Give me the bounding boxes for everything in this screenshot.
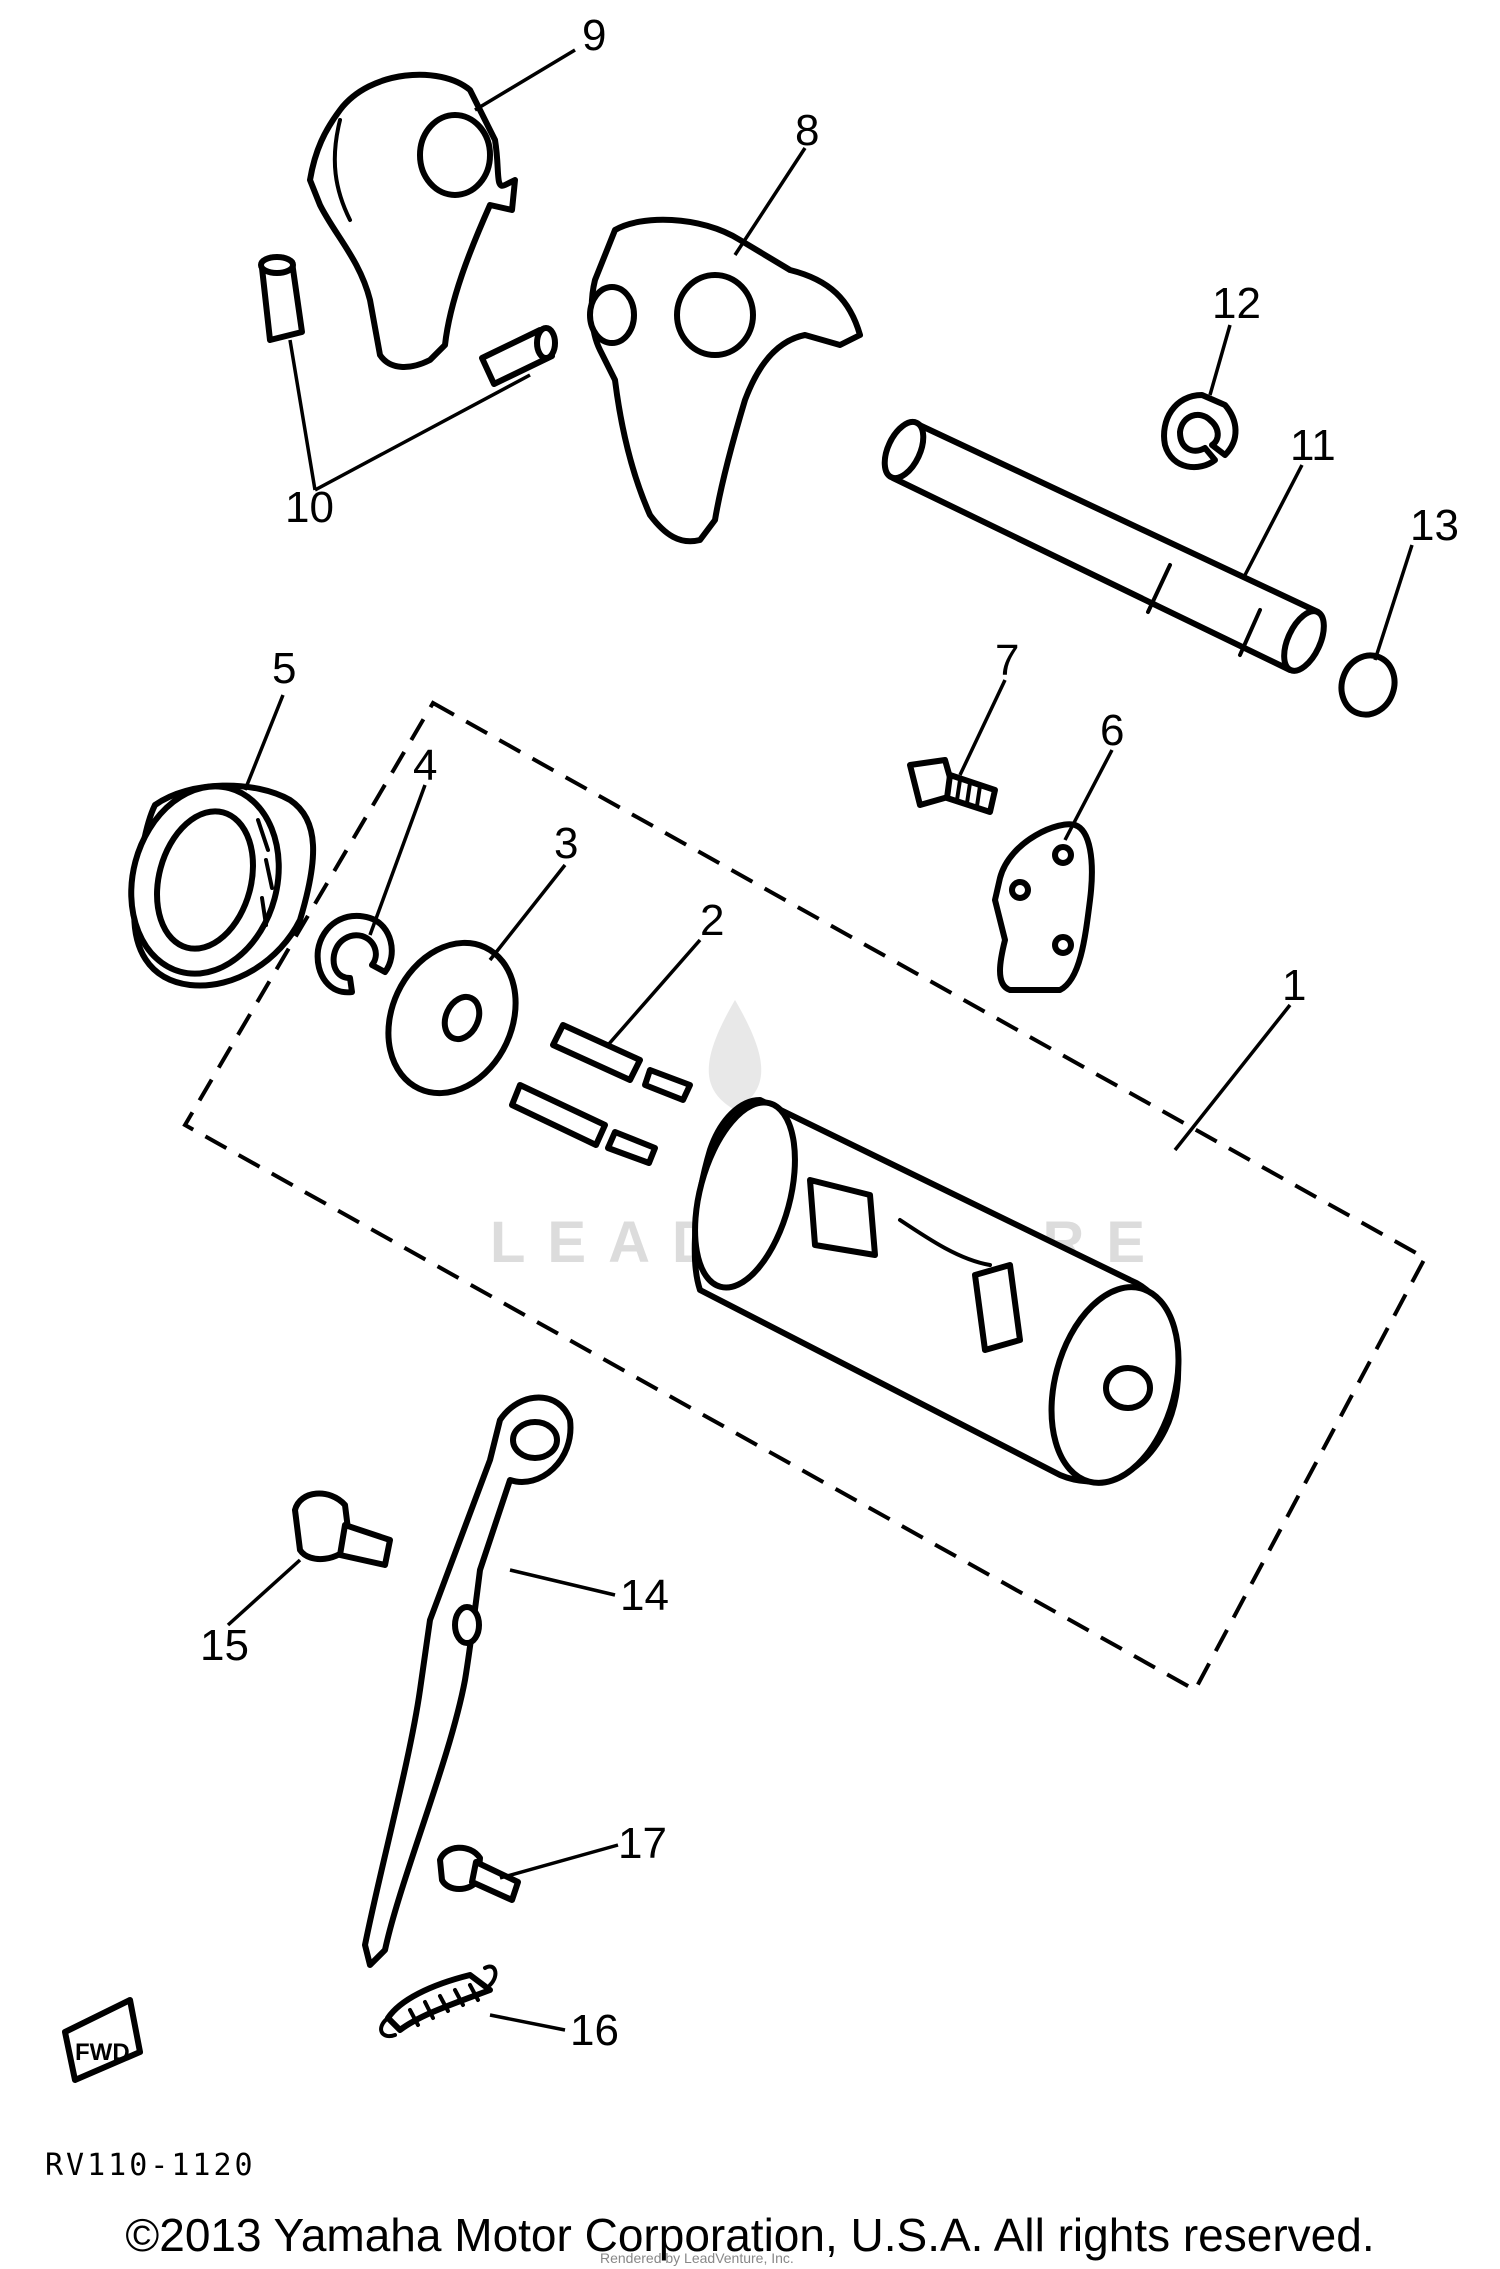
shift-fork-9[interactable] xyxy=(307,71,518,370)
bearing-5[interactable] xyxy=(111,770,317,991)
callout-4: 4 xyxy=(413,741,437,790)
callout-12: 12 xyxy=(1212,279,1261,328)
rendered-by-notice: Rendered by LeadVenture, Inc. xyxy=(600,2250,794,2266)
callout-9: 9 xyxy=(582,11,606,60)
stopper-lever-14[interactable] xyxy=(362,1394,574,1968)
bolt-15[interactable] xyxy=(292,1490,393,1568)
assembly-outline xyxy=(182,700,1428,1693)
guide-shaft-11[interactable] xyxy=(877,416,1332,677)
shift-pin-2a[interactable] xyxy=(550,1022,693,1103)
shift-fork-8[interactable] xyxy=(587,216,863,545)
circlip-12[interactable] xyxy=(1161,392,1239,470)
copyright-notice: ©2013 Yamaha Motor Corporation, U.S.A. A… xyxy=(125,2209,1375,2261)
circlip-4[interactable] xyxy=(314,912,395,996)
o-ring-13[interactable] xyxy=(1333,648,1402,722)
dowel-pin-10b[interactable] xyxy=(479,325,558,387)
leader-lines xyxy=(226,48,1414,2032)
callout-14: 14 xyxy=(620,1571,669,1620)
callout-8: 8 xyxy=(795,106,819,155)
bolt-17[interactable] xyxy=(437,1844,521,1903)
callout-1: 1 xyxy=(1282,961,1306,1010)
callout-2: 2 xyxy=(700,896,724,945)
shift-drum-1[interactable] xyxy=(677,1092,1199,1498)
drawing-code: RV110-1120 xyxy=(45,2148,256,2183)
callout-5: 5 xyxy=(272,644,296,693)
callout-6: 6 xyxy=(1100,706,1124,755)
callout-3: 3 xyxy=(554,819,578,868)
dowel-pin-10a[interactable] xyxy=(258,254,305,343)
callout-15: 15 xyxy=(200,1621,249,1670)
callout-labels: 9 8 10 12 11 13 5 4 3 2 7 6 1 14 15 17 1… xyxy=(200,11,1459,2055)
callout-16: 16 xyxy=(570,2006,619,2055)
callout-17: 17 xyxy=(618,1819,667,1868)
bolt-7[interactable] xyxy=(907,757,998,815)
spring-16[interactable] xyxy=(379,1964,498,2039)
callout-11: 11 xyxy=(1290,421,1336,470)
callout-13: 13 xyxy=(1410,501,1459,550)
stopper-plate-6[interactable] xyxy=(992,821,1095,993)
callout-7: 7 xyxy=(995,636,1019,685)
fwd-marker: FWD xyxy=(62,1997,143,2083)
fwd-label: FWD xyxy=(75,2039,130,2066)
shift-pin-2b[interactable] xyxy=(509,1082,658,1166)
washer-3[interactable] xyxy=(365,922,540,1114)
callout-10: 10 xyxy=(285,483,334,532)
